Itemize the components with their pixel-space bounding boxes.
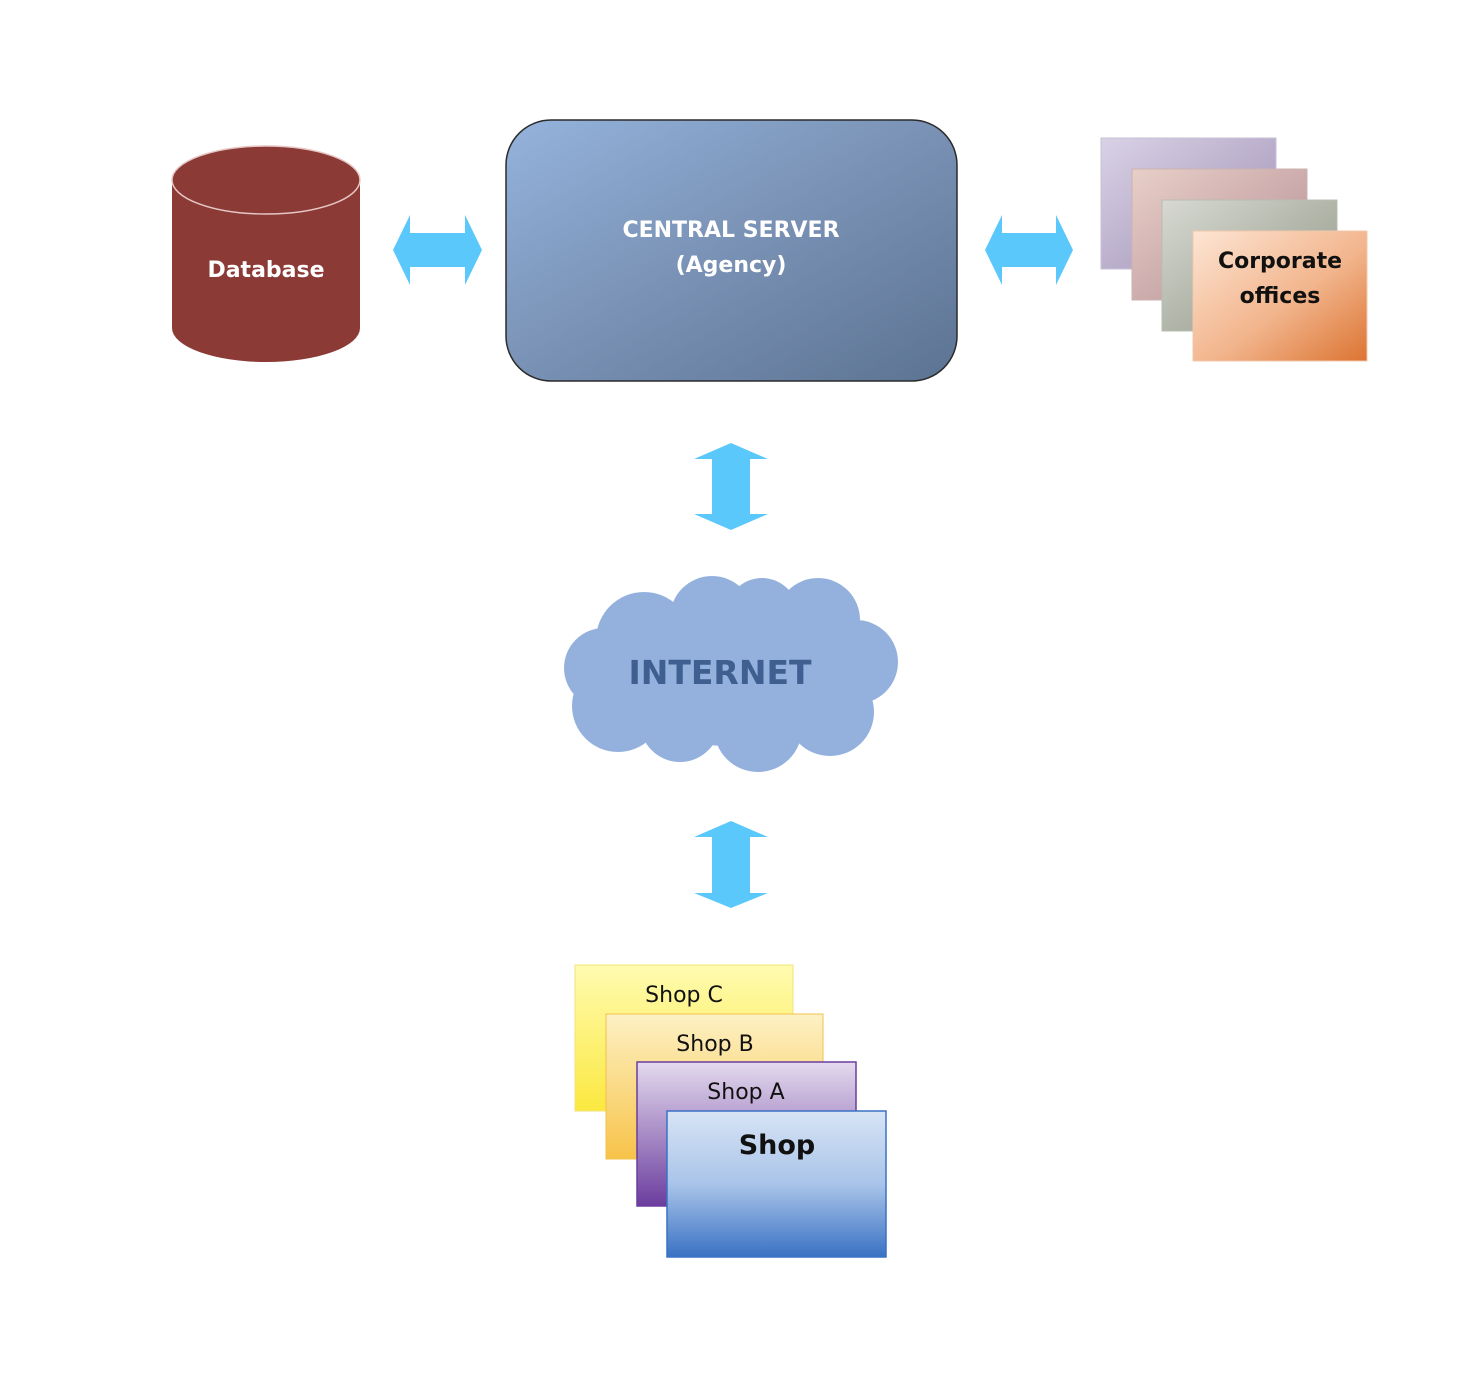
database-label: Database	[207, 258, 324, 283]
double-arrow-icon	[393, 215, 482, 285]
shops-node: Shop C Shop B Shop A Shop	[574, 964, 887, 1258]
internet-cloud-node: INTERNET	[564, 576, 898, 772]
vertical-double-arrow-icon	[694, 821, 768, 908]
internet-label: INTERNET	[628, 653, 812, 692]
corporate-label-line2: offices	[1240, 284, 1321, 309]
shop-c-label: Shop C	[645, 983, 723, 1008]
shop-label: Shop	[739, 1130, 816, 1161]
shop-a-label: Shop A	[707, 1080, 784, 1105]
corporate-label-line1: Corporate	[1218, 249, 1342, 274]
shop-b-label: Shop B	[676, 1032, 753, 1057]
corporate-offices-node: Corporate offices	[1100, 137, 1368, 362]
vertical-double-arrow-icon	[694, 443, 768, 530]
central-server-title: CENTRAL SERVER	[622, 218, 839, 243]
central-server-node: CENTRAL SERVER (Agency)	[505, 119, 958, 382]
central-server-subtitle: (Agency)	[676, 253, 787, 278]
database-node: Database	[171, 145, 361, 362]
double-arrow-icon	[985, 215, 1073, 285]
